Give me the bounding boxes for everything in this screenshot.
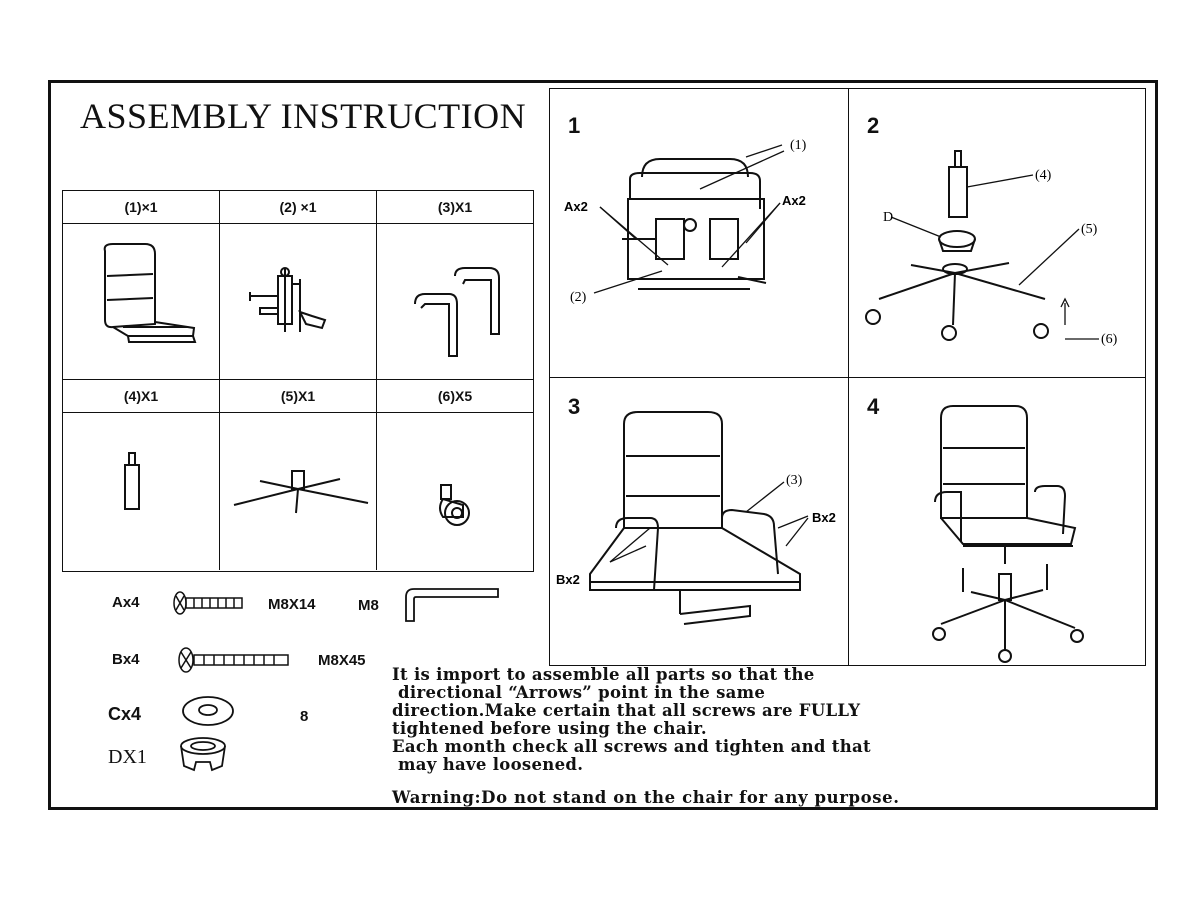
step-3-label-bx-right: Bx2 <box>812 510 836 525</box>
part-cell-6 <box>377 413 533 570</box>
parts-table: (1)×1 (2) ×1 (3)X1 <box>62 190 534 572</box>
step-3-label-bx-left: Bx2 <box>556 572 580 587</box>
step-4-panel: 4 <box>848 377 1146 666</box>
tilt-mechanism-icon <box>249 267 327 332</box>
step-2-panel: 2 (4) D (5) (6) <box>848 88 1146 378</box>
step-1-number: 1 <box>568 113 581 138</box>
step-1-label-ax-left: Ax2 <box>564 199 588 214</box>
hardware-a-count: Ax4 <box>112 594 140 611</box>
star-base-icon <box>233 470 369 514</box>
backrest-seat-icon <box>103 243 197 343</box>
washer-icon <box>182 696 234 726</box>
step-1-label-p1: (1) <box>790 138 807 153</box>
step-2-label-p5: (5) <box>1081 222 1098 237</box>
step-1-diagram: (1) Ax2 Ax2 (2) <box>564 138 807 305</box>
part-label-4: (4)X1 <box>63 380 220 413</box>
part-cell-3 <box>377 224 533 380</box>
part-cell-1 <box>63 224 220 380</box>
hardware-b-count: Bx4 <box>112 651 140 668</box>
part-label-3: (3)X1 <box>377 191 533 224</box>
step-3-diagram: (3) Bx2 Bx2 <box>556 411 836 625</box>
warning-text: Warning:Do not stand on the chair for an… <box>392 788 900 807</box>
step-3-label-p3: (3) <box>786 473 803 488</box>
hardware-c-size: 8 <box>300 708 309 725</box>
step-4-number: 4 <box>867 394 880 419</box>
part-label-5: (5)X1 <box>220 380 377 413</box>
gas-cylinder-icon <box>124 452 140 510</box>
wrench-size: M8 <box>358 597 379 614</box>
page-title: ASSEMBLY INSTRUCTION <box>80 96 527 136</box>
step-3-number: 3 <box>568 394 581 419</box>
part-label-6: (6)X5 <box>377 380 533 413</box>
screw-b-icon <box>178 647 289 673</box>
step-2-number: 2 <box>867 113 880 138</box>
instruction-sheet <box>48 80 1158 810</box>
part-cell-5 <box>220 413 377 570</box>
step-1-label-p2: (2) <box>570 290 587 305</box>
part-cell-2 <box>220 224 377 380</box>
hardware-a-size: M8X14 <box>268 596 316 613</box>
hardware-c-count: Cx4 <box>108 704 142 724</box>
armrests-icon <box>414 267 500 357</box>
part-cell-4 <box>63 413 220 570</box>
step-4-diagram <box>932 405 1084 663</box>
step-3-panel: 3 (3) Bx2 Bx2 <box>549 377 849 666</box>
step-2-label-p6: (6) <box>1101 332 1118 347</box>
step-2-label-d: D <box>883 210 893 225</box>
caster-icon <box>439 484 470 526</box>
step-2-label-p4: (4) <box>1035 168 1052 183</box>
part-label-2: (2) ×1 <box>220 191 377 224</box>
hardware-d-count: DX1 <box>108 746 147 768</box>
base-cap-d-icon <box>180 737 226 772</box>
step-2-diagram: (4) D (5) (6) <box>865 150 1118 347</box>
hardware-b-size: M8X45 <box>318 652 366 669</box>
step-1-label-ax-right: Ax2 <box>782 193 806 208</box>
part-label-1: (1)×1 <box>63 191 220 224</box>
step-1-panel: 1 (1) Ax2 Ax2 (2) <box>549 88 849 378</box>
hex-key-icon <box>405 588 499 622</box>
screw-a-icon <box>173 591 243 615</box>
assembly-notes: It is import to assemble all parts so th… <box>392 665 871 774</box>
